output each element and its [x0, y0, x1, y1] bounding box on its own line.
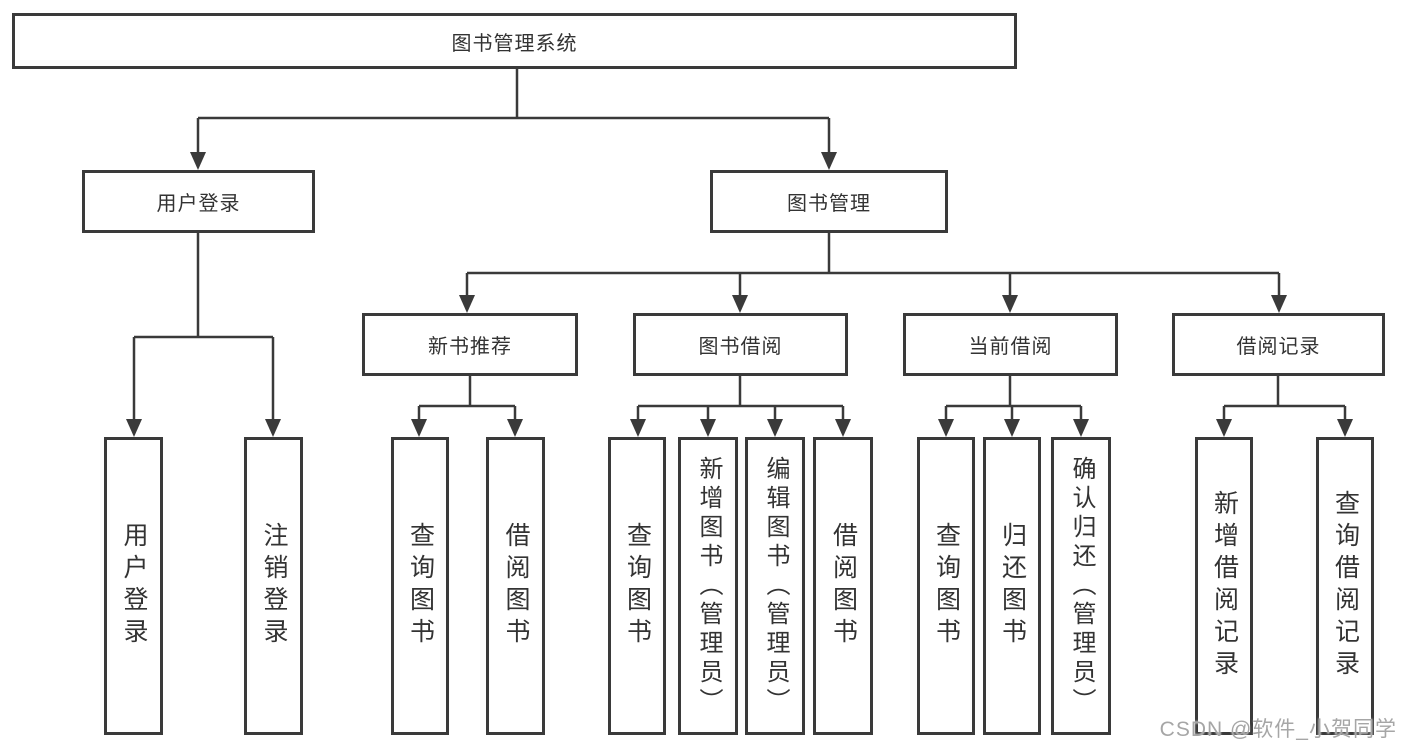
node-book-management: 图书管理	[710, 170, 948, 233]
node-user-login: 用户登录	[82, 170, 315, 233]
leaf-add-borrow-record: 新增借阅记录	[1195, 437, 1253, 735]
leaf-confirm-return-admin: 确认归还（管理员）	[1051, 437, 1111, 735]
node-library-management-system: 图书管理系统	[12, 13, 1017, 69]
watermark-text: CSDN @软件_小贺同学	[1159, 718, 1397, 741]
leaf-edit-books-admin: 编辑图书（管理员）	[745, 437, 805, 735]
leaf-return-books: 归还图书	[983, 437, 1041, 735]
leaf-borrow-books-recommend: 借阅图书	[486, 437, 545, 735]
leaf-borrow-books-borrow: 借阅图书	[813, 437, 873, 735]
node-book-borrowing: 图书借阅	[633, 313, 848, 376]
leaf-query-books-borrow: 查询图书	[608, 437, 666, 735]
node-new-book-recommendation: 新书推荐	[362, 313, 578, 376]
leaf-user-login: 用户登录	[104, 437, 163, 735]
node-borrowing-records: 借阅记录	[1172, 313, 1385, 376]
leaf-query-books-recommend: 查询图书	[391, 437, 449, 735]
leaf-query-borrow-record: 查询借阅记录	[1316, 437, 1374, 735]
leaf-add-books-admin: 新增图书（管理员）	[678, 437, 738, 735]
leaf-query-books-current: 查询图书	[917, 437, 975, 735]
leaf-logout-login: 注销登录	[244, 437, 303, 735]
node-current-borrowing: 当前借阅	[903, 313, 1118, 376]
